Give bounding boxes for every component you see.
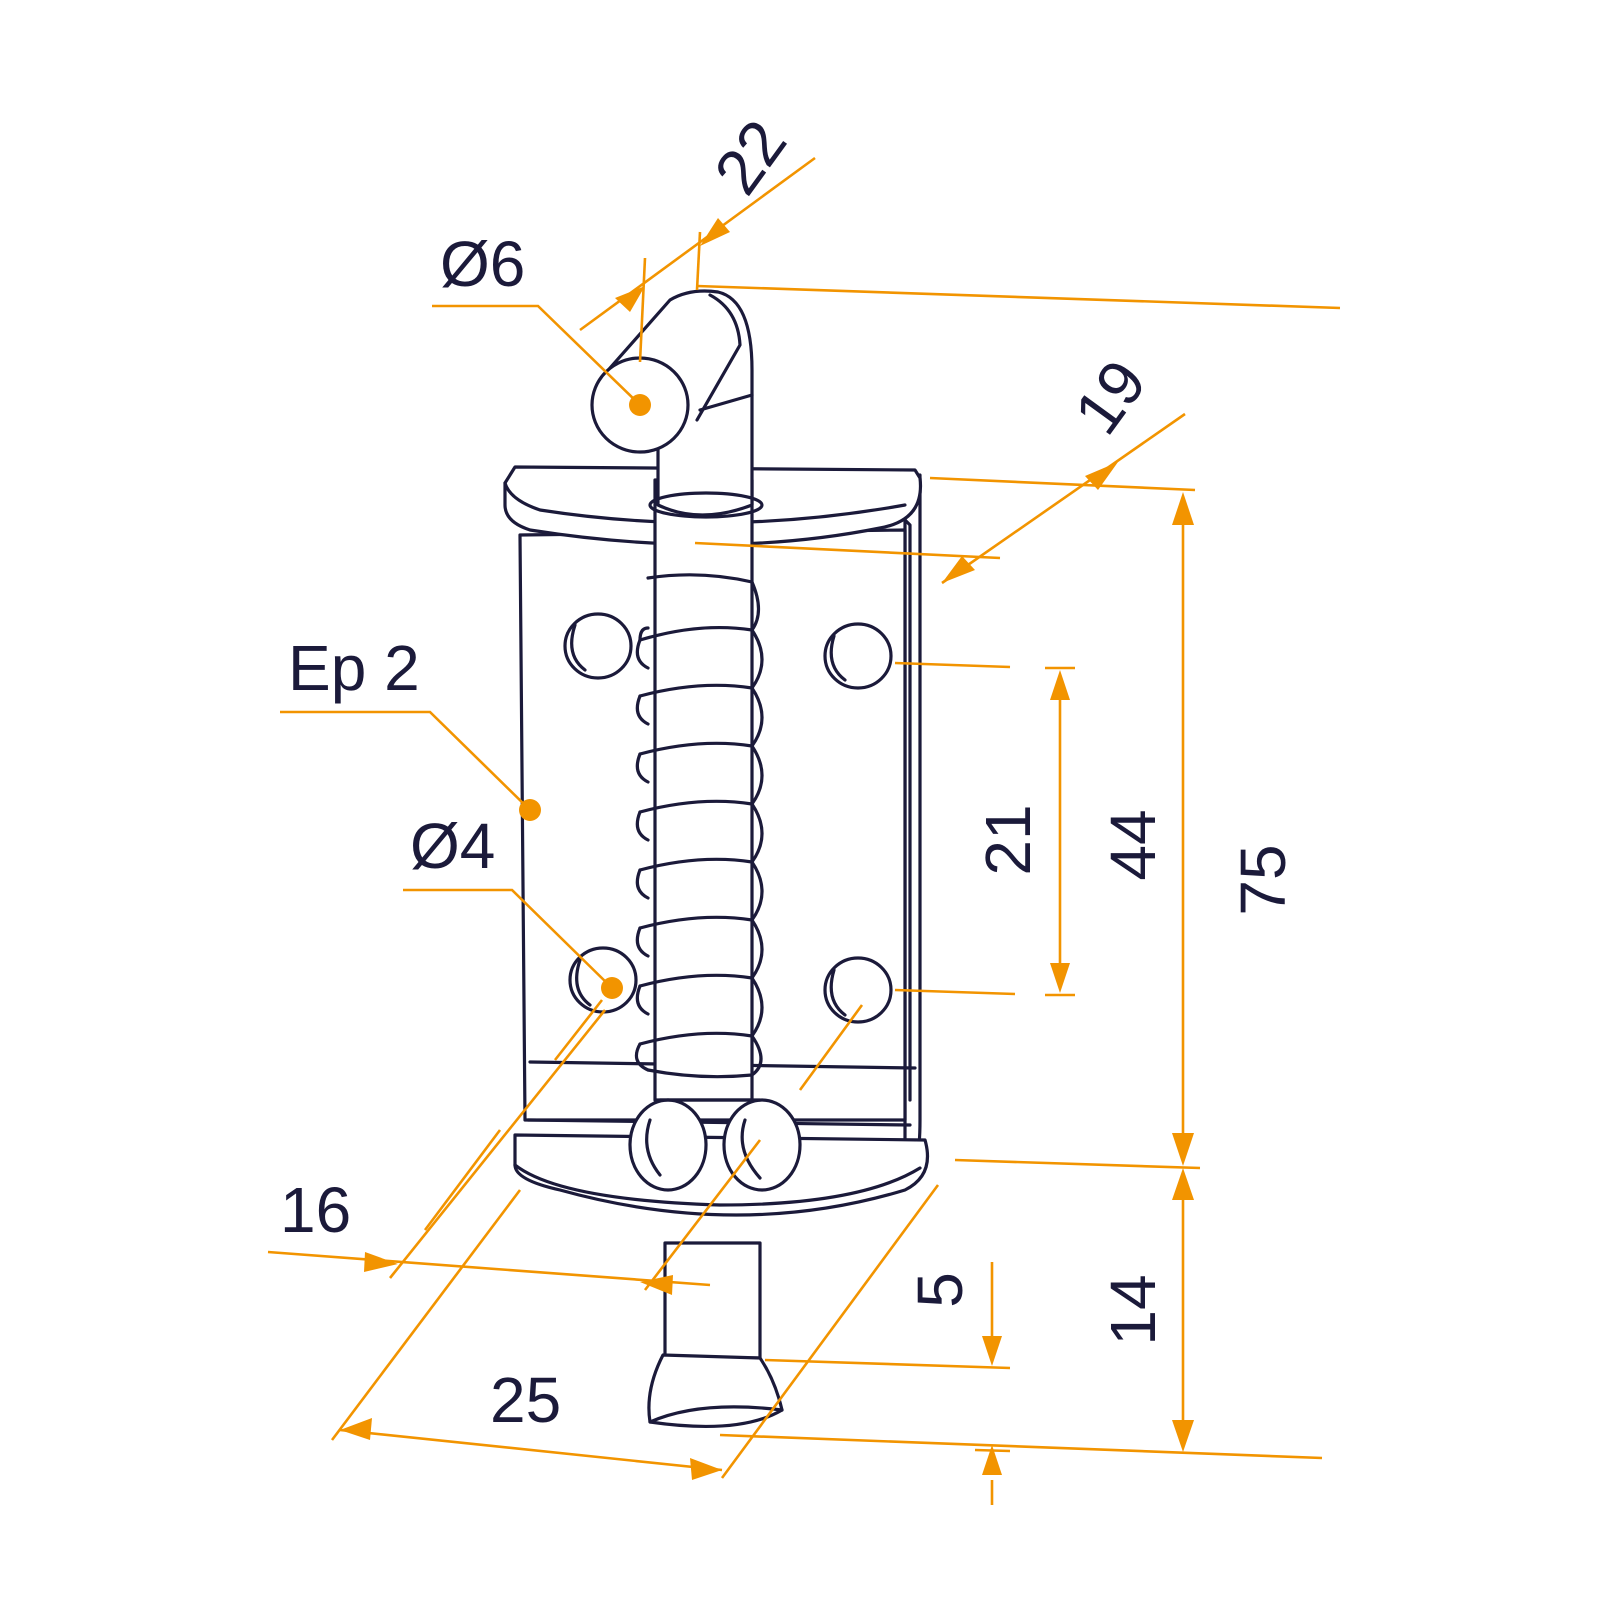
dimension-lines (267, 156, 1341, 1505)
dim-21-ext-bottom (894, 988, 1016, 996)
dim-d6-leader (432, 304, 641, 406)
bottom-ledge-face-2 (526, 1118, 912, 1127)
dim-16-ext-left (388, 1009, 607, 1279)
dim-25-line (339, 1428, 723, 1472)
dim-22-ext-right (695, 231, 702, 291)
dim-22-arrow-right (700, 218, 730, 246)
dim-bottom-ref-line (719, 1433, 1323, 1460)
spring-coil-8 (646, 1034, 763, 1079)
dim-top-ref-line (696, 284, 1341, 310)
collar-ball-right (722, 1098, 802, 1192)
dim-5-arrow-bottom (982, 1445, 1002, 1475)
back-plate-inner-edge (903, 518, 912, 1102)
label-pin-projection: 14 (1097, 1274, 1169, 1345)
label-plate-height: 44 (1097, 809, 1169, 880)
dim-16-line (267, 1250, 711, 1287)
dim-21-ext-top (894, 661, 1011, 669)
pin-shaft (653, 478, 754, 1102)
label-plate-width: 25 (490, 1364, 561, 1436)
dim-19-arrow-top (1085, 462, 1118, 490)
pin-shaft-top (648, 491, 764, 519)
dim-16-ext-right (643, 1139, 762, 1291)
top-guide-edge (503, 481, 907, 525)
pin-tip-ridge (648, 1405, 784, 1424)
bottom-guide-edge (513, 1163, 922, 1207)
hole-bottom-left-inner (575, 958, 592, 1007)
label-hole-diameter: Ø4 (410, 810, 495, 882)
dim-25-ext-left (330, 1189, 522, 1441)
hole-bottom-right-inner (829, 968, 847, 1017)
dim-22-ext-left (638, 257, 647, 363)
dim-25-arrow-left (340, 1418, 372, 1440)
dim-25-ext-right (720, 1184, 940, 1479)
dim-19-ext-bottom (694, 541, 1001, 560)
collar-slot-left (645, 1118, 662, 1177)
hole-top-right-inner (829, 634, 847, 682)
hole-top-left-inner (570, 623, 587, 672)
hole-top-right (823, 622, 893, 690)
label-thickness: Ep 2 (288, 632, 420, 704)
dim-25-arrow-right (690, 1458, 722, 1480)
dim-44-arrow-bottom (1172, 1133, 1194, 1166)
dim-16-ext-right-upper (798, 1004, 864, 1091)
dim-ep2-dot (519, 799, 541, 821)
dim-d4-dot (601, 977, 623, 999)
label-total-height: 75 (1227, 844, 1299, 915)
label-hole-offset: 16 (280, 1174, 351, 1246)
label-tip-length: 5 (904, 1272, 976, 1308)
dim-ep2-leader (280, 710, 531, 811)
dim-19-line (941, 412, 1186, 585)
dim-44-ext-bottom (954, 1158, 1201, 1170)
dim-5-ext-ref (974, 1448, 1011, 1453)
dim-d6-dot (629, 394, 651, 416)
label-pin-diameter: Ø6 (440, 228, 525, 300)
spring (634, 573, 764, 1079)
label-plate-depth: 19 (1060, 347, 1160, 447)
dim-5-arrow-top (982, 1336, 1002, 1366)
pin-collar (628, 1098, 802, 1192)
label-hole-spacing: 21 (972, 804, 1044, 875)
dim-44-arrow-top (1172, 492, 1194, 525)
pin-handle-edge (695, 293, 742, 422)
hole-bottom-right (823, 956, 893, 1024)
dim-5-ext (764, 1358, 1011, 1370)
dim-14-arrow-top (1172, 1168, 1194, 1200)
mounting-holes (563, 612, 893, 1024)
collar-ball-left (628, 1098, 708, 1192)
pin-lower (663, 1241, 762, 1360)
hole-top-left (563, 612, 633, 680)
dim-16-ext-left-upper (553, 999, 604, 1061)
pin-handle-inner (698, 393, 754, 412)
dim-19-arrow-bottom (942, 556, 975, 583)
dim-14-arrow-bottom (1172, 1420, 1194, 1452)
dim-d4-leader (403, 888, 613, 989)
dim-16-arrow-right (640, 1275, 673, 1295)
side-flange (903, 473, 922, 1182)
spring-coil-0 (638, 573, 761, 642)
collar-slot-right (740, 1118, 762, 1180)
label-handle-length: 22 (700, 107, 800, 207)
dim-21-arrow-top (1050, 670, 1070, 700)
spring-coil-back (634, 638, 650, 1072)
spring-bolt-part (503, 289, 930, 1429)
dim-16-arrow-left (364, 1252, 398, 1272)
dim-21-arrow-bottom (1050, 963, 1070, 993)
dim-16-ext-left-dash (423, 1129, 502, 1231)
dim-22-arrow-left (615, 286, 645, 312)
dim-19-ext-top (929, 476, 1196, 492)
bottom-guide (513, 1133, 930, 1217)
